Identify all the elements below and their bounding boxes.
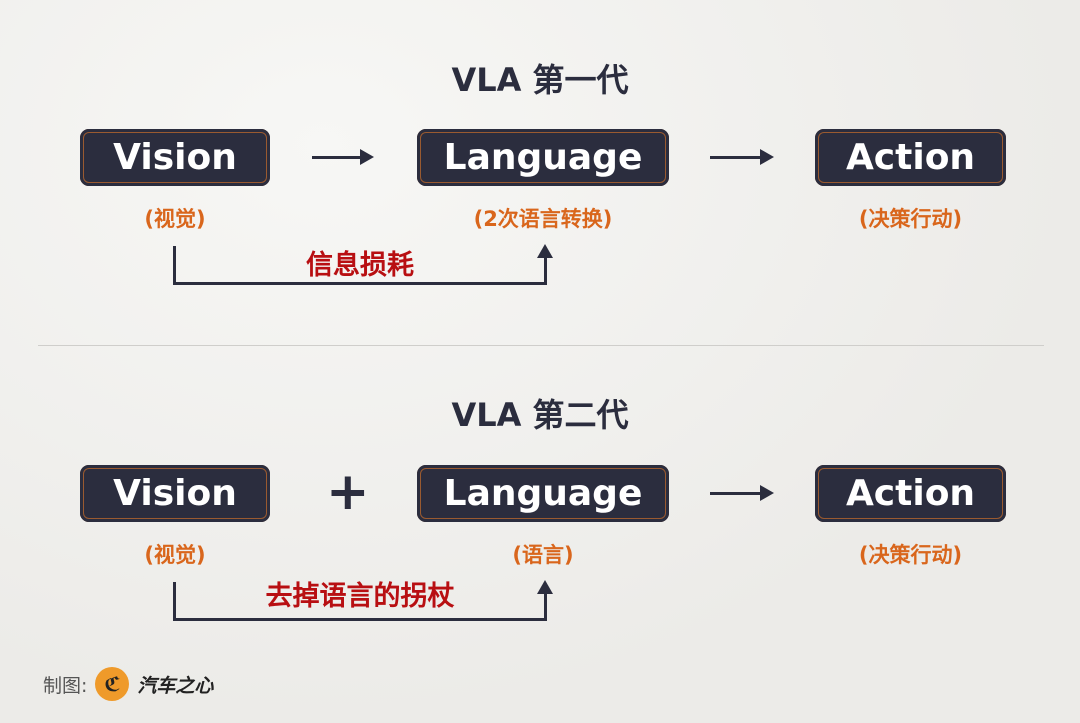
plus-icon: +	[326, 462, 370, 522]
gen2-vision-box: Vision	[80, 465, 270, 522]
gen2-action-label: (决策行动)	[858, 543, 963, 567]
bracket-up-line	[544, 592, 547, 621]
arrow-right-icon	[710, 485, 774, 501]
gen1-action-label: (决策行动)	[858, 207, 963, 231]
gen2-title: VLA 第二代	[451, 396, 629, 434]
gen1-language-label: (2次语言转换)	[473, 207, 613, 231]
gen2-language-box: Language	[417, 465, 669, 522]
gen2-note-label: 去掉语言的拐杖	[265, 581, 455, 612]
brand-logo-icon: ℭ	[95, 667, 130, 701]
gen1-info-loss-label: 信息损耗	[306, 250, 414, 281]
gen1-vision-label: (视觉)	[144, 207, 206, 231]
arrow-right-icon	[312, 149, 374, 165]
arrow-up-icon	[537, 244, 553, 258]
gen2-language-label: (语言)	[512, 543, 574, 567]
gen2-action-box: Action	[815, 465, 1006, 522]
gen1-language-box: Language	[417, 129, 669, 186]
footer-label: 制图:	[43, 674, 88, 697]
footer-credit: 制图: ℭ 汽车之心	[43, 667, 213, 701]
gen2-vision-label: (视觉)	[144, 543, 206, 567]
arrow-right-icon	[710, 149, 774, 165]
gen1-vision-box: Vision	[80, 129, 270, 186]
gen2-bracket-connector	[173, 582, 547, 621]
divider	[38, 345, 1044, 346]
gen1-action-box: Action	[815, 129, 1006, 186]
bracket-up-line	[544, 256, 547, 285]
arrow-up-icon	[537, 580, 553, 594]
gen1-bracket-connector	[173, 246, 547, 285]
gen1-title: VLA 第一代	[451, 61, 629, 99]
brand-name: 汽车之心	[137, 674, 214, 697]
